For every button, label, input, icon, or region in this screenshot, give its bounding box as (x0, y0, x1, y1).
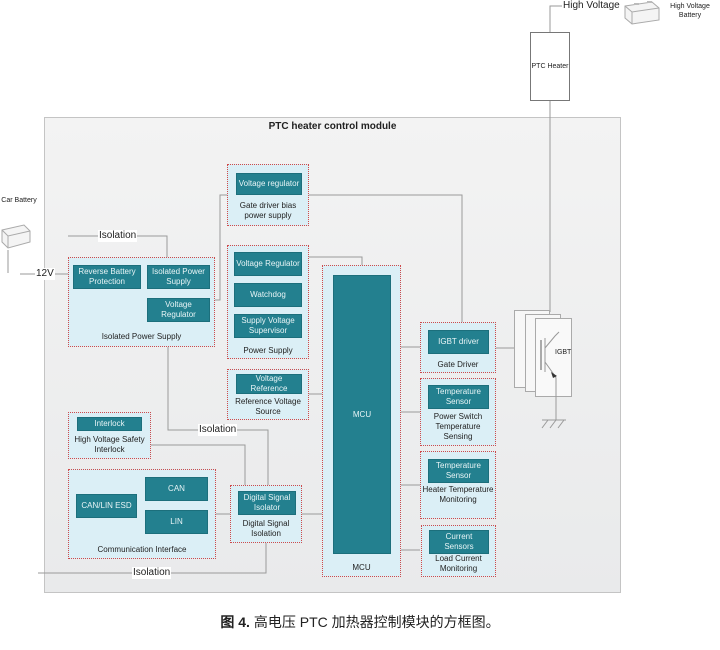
block-lin: LIN (145, 510, 208, 534)
block-igbt-driver: IGBT driver (428, 330, 489, 354)
label-communication: Communication Interface (97, 545, 187, 554)
ptc-heater-block: PTC Heater (530, 32, 570, 101)
car-battery-label: Car Battery (1, 197, 37, 204)
caption-text: 高电压 PTC 加热器控制模块的方框图。 (249, 614, 500, 630)
block-supply-voltage-supervisor: Supply Voltage Supervisor (234, 314, 302, 338)
wire-gatebias-to-gatedriver (308, 194, 463, 322)
isolation-label-top: Isolation (98, 230, 138, 242)
label-reference-voltage: Reference Voltage Source (235, 397, 301, 416)
wire-isops-to-gatebias (214, 194, 228, 301)
label-power-supply: Power Supply (243, 346, 293, 355)
wire-ps-to-mcu (309, 256, 363, 265)
block-temperature-sensor-2: Temperature Sensor (428, 459, 489, 483)
block-voltage-reference: Voltage Reference (236, 374, 302, 394)
block-isolated-power-supply: Isolated Power Supply (147, 265, 210, 289)
block-digital-signal-isolator: Digital Signal Isolator (238, 491, 296, 515)
block-interlock: Interlock (77, 417, 142, 431)
label-power-switch-temp: Power Switch Temperature Sensing (433, 412, 483, 441)
label-hv-interlock: High Voltage Safety Interlock (74, 435, 145, 454)
group-digital-isolation: Digital Signal Isolator Digital Signal I… (230, 485, 302, 543)
label-isolated-power-supply: Isolated Power Supply (101, 332, 182, 341)
isolation-label-middle: Isolation (198, 424, 238, 436)
block-watchdog: Watchdog (234, 283, 302, 307)
wire-isolation-bottom (38, 543, 267, 574)
group-gate-driver: IGBT driver Gate Driver (420, 322, 496, 373)
block-mcu: MCU (333, 275, 391, 554)
group-power-supply: Voltage Regulator Watchdog Supply Voltag… (227, 245, 309, 359)
block-current-sensors: Current Sensors (429, 530, 489, 554)
label-digital-isolation: Digital Signal Isolation (242, 519, 290, 538)
label-gate-driver: Gate Driver (437, 360, 479, 369)
block-voltage-regulator-iso: Voltage Regulator (147, 298, 210, 322)
label-mcu: MCU (352, 563, 371, 572)
high-voltage-label: High Voltage (562, 0, 621, 12)
label-gate-driver-bias: Gate driver bias power supply (239, 201, 297, 220)
block-voltage-regulator-bias: Voltage regulator (236, 173, 302, 195)
block-can-lin-esd: CAN/LIN ESD (76, 494, 137, 518)
label-heater-temp: Heater Temperature Monitoring (422, 485, 494, 504)
group-reference-voltage: Voltage Reference Reference Voltage Sour… (227, 369, 309, 420)
block-can: CAN (145, 477, 208, 501)
12v-label: 12V (35, 268, 55, 280)
block-reverse-battery-protection: Reverse Battery Protection (73, 265, 141, 289)
group-hv-interlock: Interlock High Voltage Safety Interlock (68, 412, 151, 459)
group-gate-driver-bias: Voltage regulator Gate driver bias power… (227, 164, 309, 226)
caption-prefix: 图 4. (220, 614, 250, 630)
hv-battery-icon (624, 1, 660, 25)
group-heater-temp: Temperature Sensor Heater Temperature Mo… (420, 451, 496, 519)
block-temperature-sensor-1: Temperature Sensor (428, 385, 489, 409)
igbt-label: IGBT (555, 349, 572, 356)
group-isolated-power-supply: Reverse Battery Protection Isolated Powe… (68, 257, 215, 347)
group-mcu: MCU MCU (322, 265, 401, 577)
figure-caption: 图 4. 高电压 PTC 加热器控制模块的方框图。 (0, 612, 720, 632)
group-load-current: Current Sensors Load Current Monitoring (421, 525, 496, 577)
label-load-current: Load Current Monitoring (435, 554, 482, 573)
block-voltage-regulator-ps: Voltage Regulator (234, 252, 302, 276)
group-communication: CAN/LIN ESD CAN LIN Communication Interf… (68, 469, 216, 559)
igbt-symbol (535, 318, 572, 397)
hv-battery-label: High Voltage Battery (670, 3, 710, 19)
car-battery-icon (1, 224, 31, 249)
group-power-switch-temp: Temperature Sensor Power Switch Temperat… (420, 378, 496, 446)
isolation-label-bottom: Isolation (132, 567, 172, 579)
wire-interlock-to-dsi (151, 444, 246, 487)
module-title: PTC heater control module (268, 121, 397, 132)
